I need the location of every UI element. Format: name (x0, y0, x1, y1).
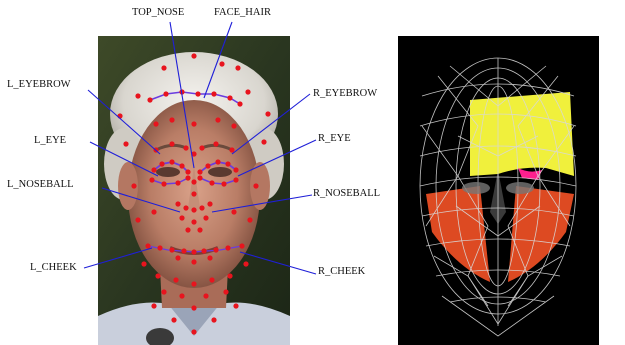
label-l-noseball: L_NOSEBALL (7, 179, 74, 191)
label-face-hair: FACE_HAIR (214, 7, 271, 19)
label-r-eye: R_EYE (318, 133, 351, 145)
label-r-noseball: R_NOSEBALL (313, 188, 380, 200)
label-r-cheek: R_CHEEK (318, 266, 365, 278)
wireframe-head-model (398, 36, 599, 345)
label-l-cheek: L_CHEEK (30, 262, 77, 274)
label-l-eye: L_EYE (34, 135, 66, 147)
label-top-nose: TOP_NOSE (132, 7, 184, 19)
label-l-eyebrow: L_EYEBROW (7, 79, 71, 91)
label-r-eyebrow: R_EYEBROW (313, 88, 377, 100)
face-photo (98, 36, 290, 345)
